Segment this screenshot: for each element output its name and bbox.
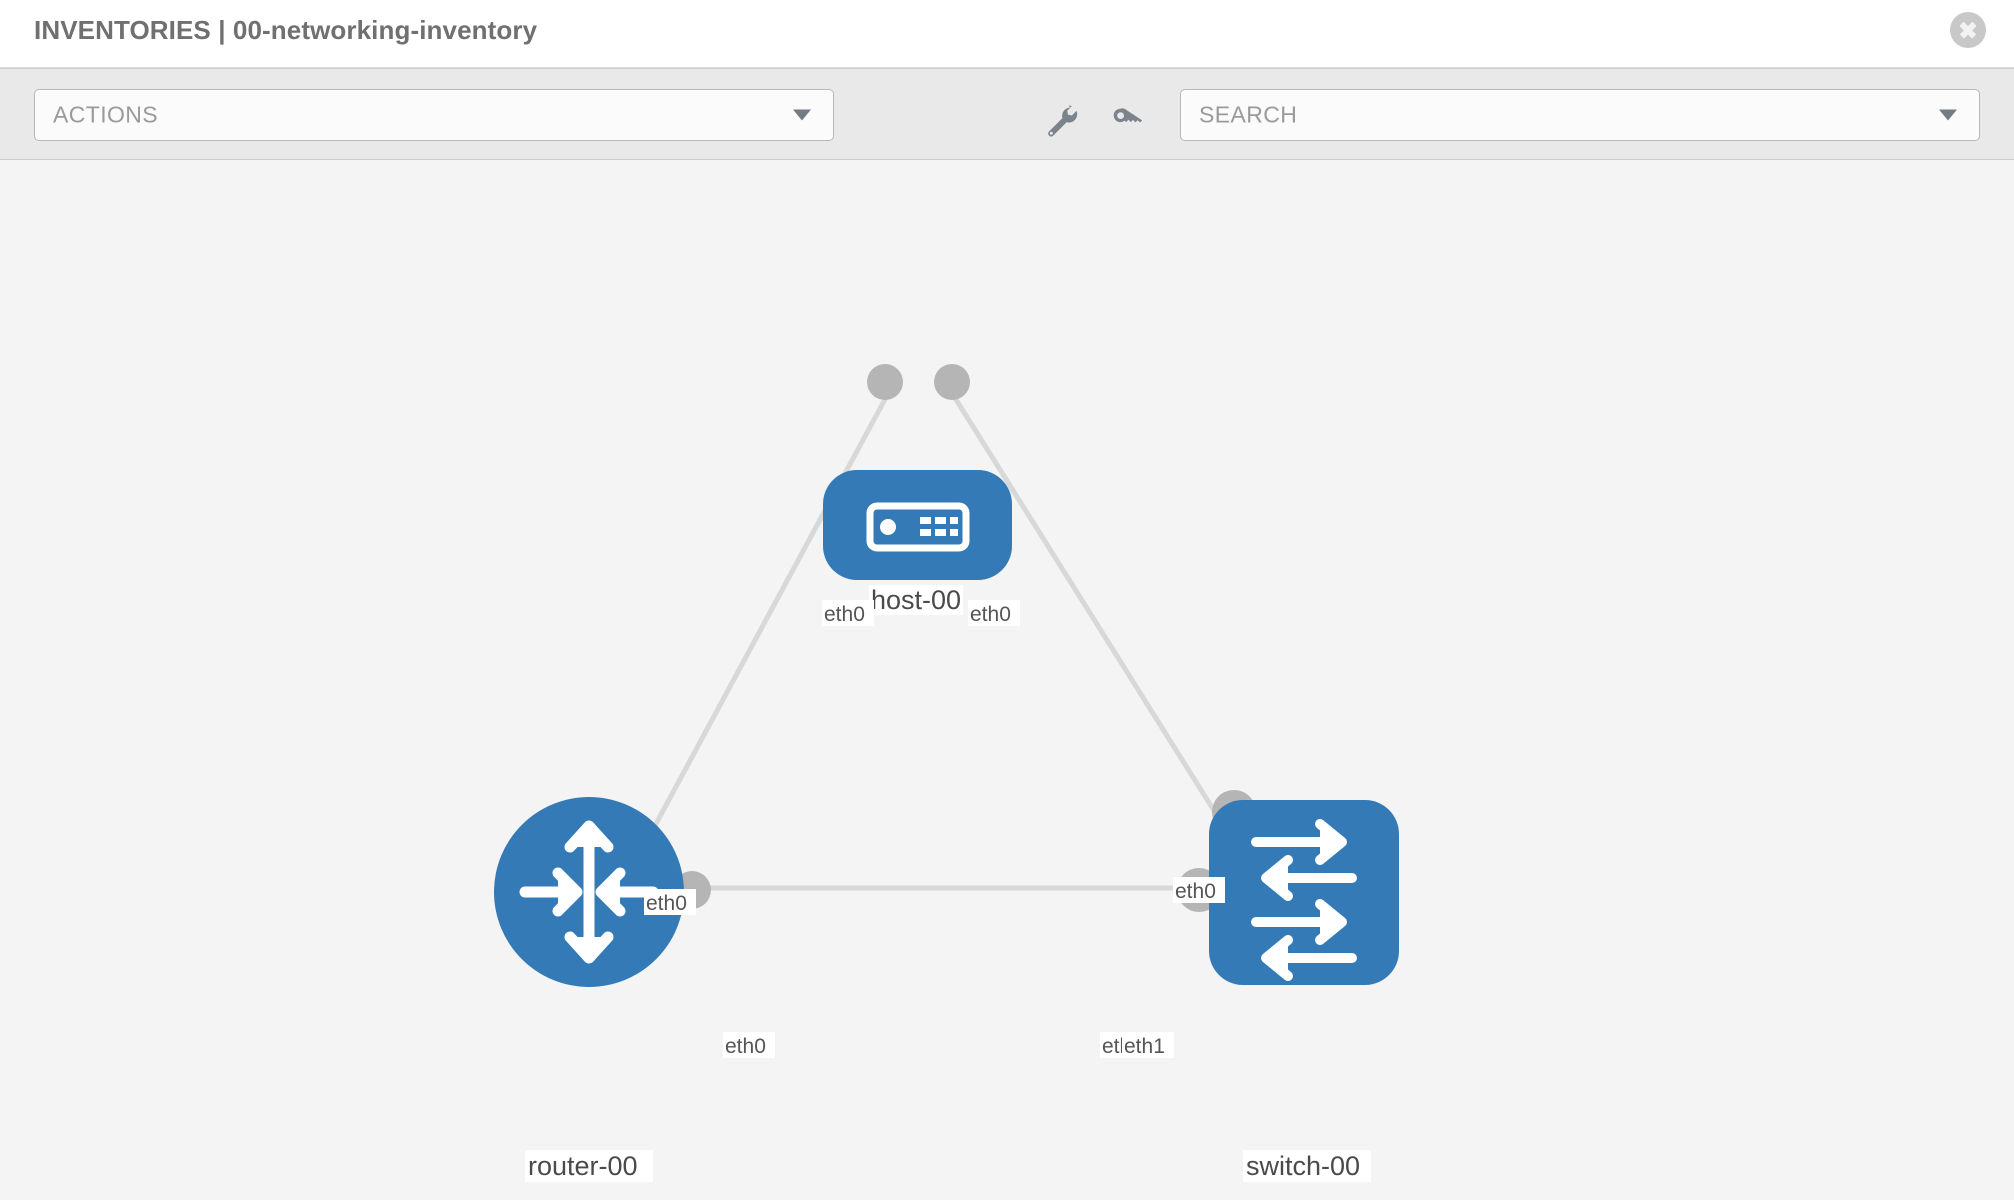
server-icon — [866, 502, 970, 552]
search-placeholder: SEARCH — [1199, 101, 1298, 128]
page-title: INVENTORIES | 00-networking-inventory — [34, 15, 538, 45]
node-switch-00-label: switch-00 — [1246, 1151, 1360, 1181]
actions-dropdown-label: ACTIONS — [53, 101, 159, 128]
node-host-00[interactable]: host-00 — [823, 470, 1012, 615]
toolbar: ACTIONS SEARCH — [0, 68, 2014, 160]
edge-label-router-right: eth0 — [725, 1035, 766, 1058]
edge-label-router-upper: eth0 — [646, 892, 687, 915]
topology-canvas[interactable]: host-00 — [0, 160, 2014, 1200]
node-host-00-shape[interactable] — [823, 470, 1012, 580]
node-host-00-label: host-00 — [871, 585, 961, 615]
wrench-icon[interactable] — [1040, 101, 1080, 141]
topology-edge-labels: eth0 eth0 eth0 eth0 eth0 eth eth1 — [644, 600, 1225, 1058]
key-icon[interactable] — [1108, 101, 1148, 141]
node-switch-00[interactable]: switch-00 — [1209, 800, 1399, 1182]
edge-label-host-left: eth0 — [824, 603, 865, 626]
connector-host-right[interactable] — [934, 364, 970, 400]
node-router-00-label: router-00 — [528, 1151, 638, 1181]
switch-arrows-icon — [1251, 819, 1357, 981]
topology-connectors — [673, 364, 1256, 912]
chevron-down-icon — [1939, 109, 1957, 121]
edge-host-router[interactable] — [627, 388, 893, 874]
page-header: INVENTORIES | 00-networking-inventory — [0, 0, 2014, 68]
node-router-00[interactable]: router-00 — [494, 797, 684, 1182]
edge-host-switch[interactable] — [947, 388, 1248, 862]
chevron-down-icon — [793, 109, 811, 121]
edge-label-switch-left: eth1 — [1124, 1035, 1165, 1058]
close-icon[interactable] — [1950, 12, 1986, 48]
connector-host-left[interactable] — [867, 364, 903, 400]
topology-edges — [627, 388, 1248, 891]
actions-dropdown[interactable]: ACTIONS — [34, 89, 834, 141]
topology-graph[interactable]: host-00 — [0, 160, 2014, 1200]
edge-label-switch-upper: eth0 — [1175, 880, 1216, 903]
edge-label-host-right: eth0 — [970, 603, 1011, 626]
search-input[interactable]: SEARCH — [1180, 89, 1980, 141]
